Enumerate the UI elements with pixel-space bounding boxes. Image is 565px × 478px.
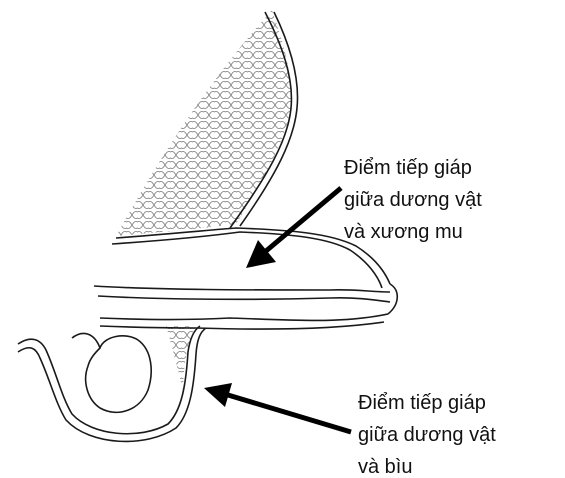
annotation-penopubic-line-3: và xương mu	[344, 221, 463, 243]
testis	[86, 336, 152, 412]
annotation-penopubic-line-1: Điểm tiếp giáp	[344, 157, 472, 179]
annotation-penopubic: Điểm tiếp giáp giữa dương vật và xương m…	[344, 157, 487, 243]
arrow-penoscrotal-junction	[204, 383, 351, 432]
annotation-penoscrotal-line-3: và bìu	[358, 456, 412, 478]
annotation-penoscrotal-line-2: giữa dương vật	[358, 424, 496, 446]
annotation-penoscrotal-line-1: Điểm tiếp giáp	[358, 392, 486, 414]
epididymis	[72, 333, 100, 348]
annotation-penoscrotal: Điểm tiếp giáp giữa dương vật và bìu	[358, 392, 501, 478]
scrotal-fat-tissue	[166, 326, 196, 390]
arrow-penopubic-junction	[246, 188, 341, 268]
penis-urethra-lines	[94, 286, 390, 302]
annotation-penopubic-line-2: giữa dương vật	[344, 189, 482, 211]
penis-lower-outline	[100, 314, 388, 329]
glans-tip	[388, 284, 397, 314]
pubic-fat-tissue	[116, 10, 291, 236]
